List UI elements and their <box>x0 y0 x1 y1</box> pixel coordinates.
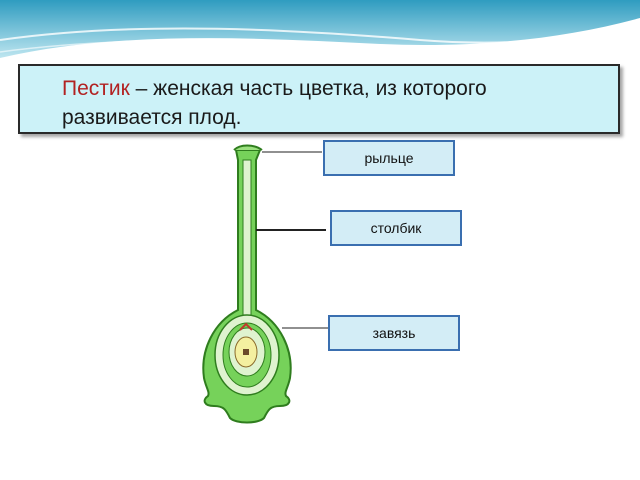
label-style: столбик <box>330 210 462 246</box>
label-stigma: рыльце <box>323 140 455 176</box>
definition-box: Пестик – женская часть цветка, из которо… <box>18 64 620 134</box>
definition-text: – женская часть цветка, из которого разв… <box>62 77 487 129</box>
label-stigma-text: рыльце <box>364 150 414 166</box>
label-style-text: столбик <box>370 220 422 236</box>
definition-term: Пестик <box>62 77 130 100</box>
header-wave-decoration <box>0 0 640 58</box>
pistil-illustration <box>202 144 292 424</box>
label-ovary-text: завязь <box>372 325 416 341</box>
label-ovary: завязь <box>328 315 460 351</box>
